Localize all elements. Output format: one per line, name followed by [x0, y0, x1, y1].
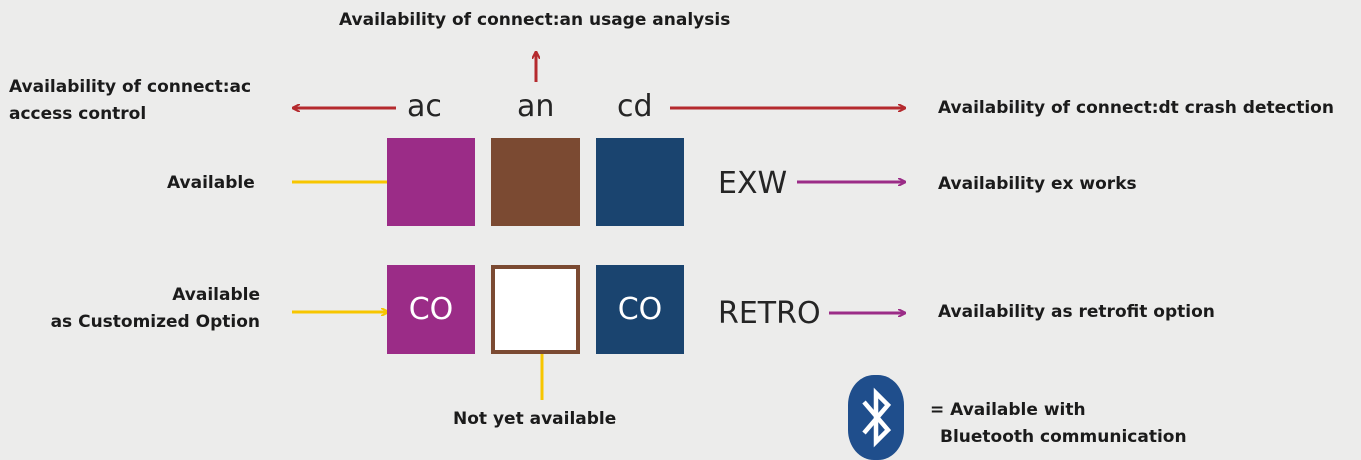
label-bluetooth-line2: Bluetooth communication — [940, 427, 1187, 447]
box-an-available — [491, 138, 580, 226]
label-retrofit-option: Availability as retrofit option — [938, 302, 1215, 322]
row-label-exw: EXW — [718, 166, 788, 201]
label-bluetooth: = Available with Bluetooth communication — [930, 397, 1187, 451]
label-available-customized-option: Available as Customized Option — [0, 282, 260, 336]
code-co-ac: CO — [408, 292, 454, 327]
box-an-not-yet-available — [491, 265, 580, 354]
label-available: Available — [167, 173, 255, 193]
box-ac-customized-option: CO — [387, 265, 475, 354]
box-cd-customized-option: CO — [596, 265, 684, 354]
label-an-usage-analysis: Availability of connect:an usage analysi… — [339, 10, 731, 30]
column-header-an: an — [517, 89, 555, 124]
column-header-ac: ac — [407, 89, 442, 124]
box-cd-available — [596, 138, 684, 226]
label-cd-crash-detection: Availability of connect:dt crash detecti… — [938, 98, 1334, 118]
bluetooth-icon — [848, 375, 904, 460]
label-available-co-line2: as Customized Option — [50, 312, 260, 332]
label-not-yet-available: Not yet available — [453, 409, 617, 429]
label-ac-line2: access control — [9, 104, 147, 124]
label-ac-access-control: Availability of connect:ac access contro… — [9, 74, 251, 128]
row-label-retro: RETRO — [718, 296, 821, 331]
label-available-co-line1: Available — [172, 285, 260, 305]
label-bluetooth-line1: = Available with — [930, 400, 1086, 420]
label-ac-line1: Availability of connect:ac — [9, 77, 252, 97]
column-header-cd: cd — [617, 89, 653, 124]
code-co-cd: CO — [617, 292, 663, 327]
label-ex-works: Availability ex works — [938, 174, 1137, 194]
box-ac-available — [387, 138, 475, 226]
